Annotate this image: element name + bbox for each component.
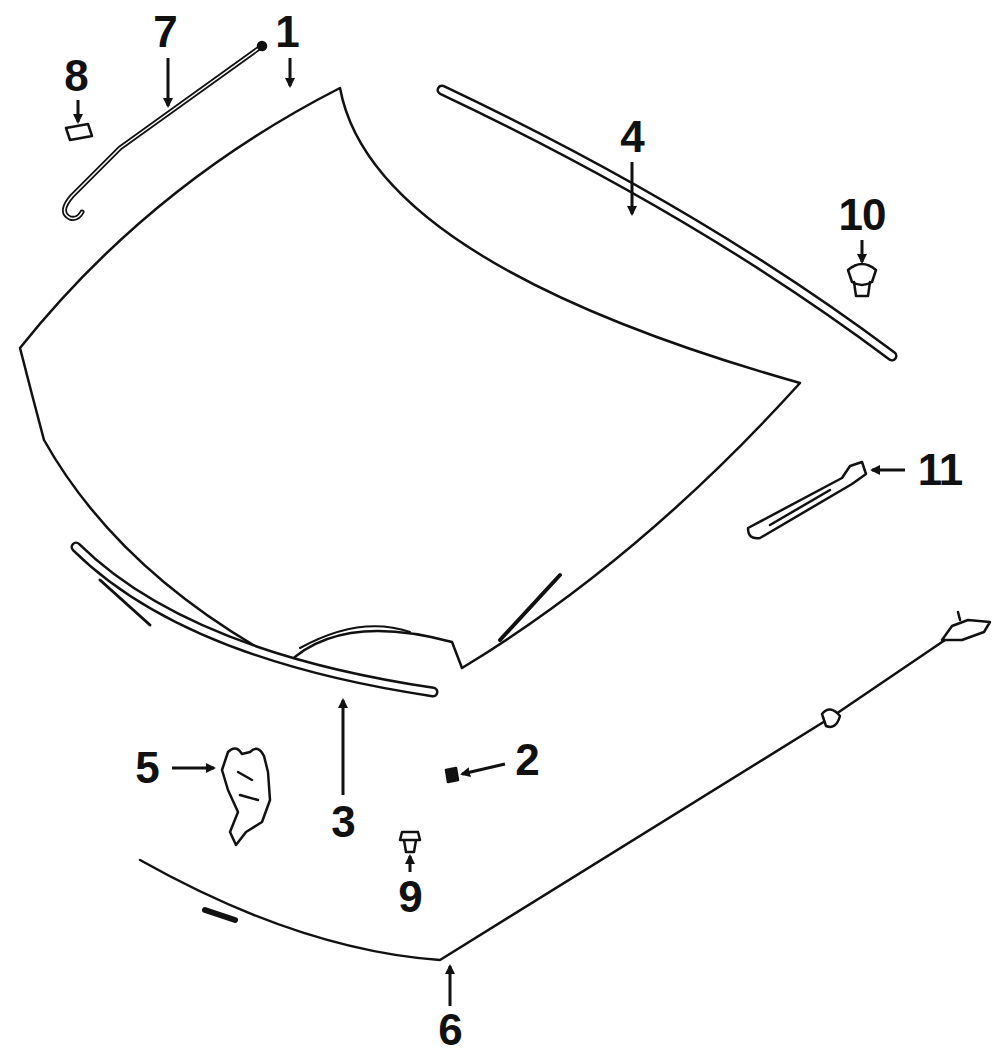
leader-line: [172, 767, 214, 770]
callout-number: 3: [331, 800, 354, 844]
callout-number: 9: [398, 875, 421, 919]
leader-line: [872, 469, 905, 472]
callout-number: 10: [839, 193, 886, 237]
hood-seal-front: [76, 547, 433, 692]
callout-number: 11: [918, 448, 963, 492]
hood-hinge: [222, 748, 270, 845]
leader-line: [289, 58, 292, 86]
bolt: [400, 832, 420, 852]
bumper-stop: [446, 768, 458, 782]
callout-number: 7: [153, 10, 176, 54]
callout-number: 2: [515, 738, 538, 782]
latch-bracket: [748, 462, 866, 538]
leader-line: [342, 700, 345, 795]
leader-line: [861, 240, 864, 262]
hood-panel: [20, 88, 800, 668]
callout-number: 4: [620, 115, 643, 159]
rod-clip: [66, 124, 92, 140]
callout-number: 6: [438, 1008, 461, 1052]
release-cable: [140, 640, 945, 960]
hood-seal-rear: [442, 90, 892, 356]
leader-line: [462, 764, 505, 774]
callout-number: 1: [275, 10, 298, 54]
leader-line: [409, 856, 412, 872]
leader-line: [167, 58, 170, 106]
leader-line: [631, 162, 634, 214]
prop-rod: [64, 46, 262, 218]
grommet: [848, 264, 876, 296]
callout-number: 5: [135, 746, 158, 790]
leader-line: [449, 966, 452, 1006]
callout-number: 8: [64, 54, 87, 98]
leader-line: [77, 100, 80, 122]
